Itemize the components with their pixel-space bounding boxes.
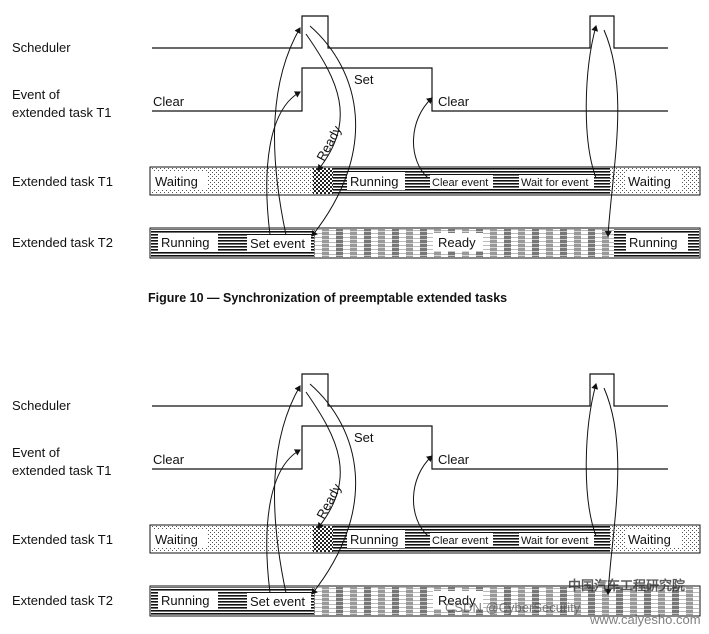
event-signal [152, 425, 668, 470]
arrow-set-event-to-scheduler [274, 27, 301, 236]
t2-set-event-label: Set event [250, 594, 305, 609]
row-label-task-t2: Extended task T2 [12, 593, 113, 608]
watermark-csdn: CSDN @CyberSecurity [445, 600, 581, 615]
row-label-task-t2: Extended task T2 [12, 235, 113, 250]
t2-running-left-label: Running [161, 235, 209, 250]
t1-waiting-left-label: Waiting [155, 174, 198, 189]
row-label-event-line1: Event of [12, 87, 60, 102]
t1-wait-for-event-label: Wait for event [521, 535, 588, 547]
t1-running-label: Running [350, 532, 398, 547]
row-label-scheduler: Scheduler [12, 398, 71, 413]
task-t1-bar: Waiting Running Clear event Wait for eve… [149, 166, 701, 196]
watermark: 中国汽车工程研究院 CSDN @CyberSecurity www.caiyes… [445, 578, 701, 627]
event-set: Set [354, 430, 374, 445]
arrow-wait-to-scheduler [585, 25, 599, 179]
watermark-site-cn: 中国汽车工程研究院 [568, 578, 685, 593]
row-label-task-t1: Extended task T1 [12, 532, 113, 547]
t1-running-label: Running [350, 174, 398, 189]
arrow-set-event-to-event [266, 449, 301, 594]
arrow-clear-event [413, 97, 433, 179]
event-signal [152, 67, 668, 112]
t1-wait-for-event-label: Wait for event [521, 177, 588, 189]
figure-caption: Figure 10 — Synchronization of preemptab… [148, 291, 507, 305]
arrow-wait-to-scheduler [585, 383, 599, 537]
scheduler-signal [152, 373, 668, 407]
row-label-scheduler: Scheduler [12, 40, 71, 55]
arrow-set-event-to-event [266, 91, 301, 236]
t1-clear-event-label: Clear event [432, 535, 488, 547]
t1-ready-segment [313, 526, 333, 552]
t1-waiting-right-label: Waiting [628, 174, 671, 189]
arrow-set-event-to-scheduler [274, 385, 301, 594]
scheduler-signal [152, 15, 668, 49]
arrow-clear-event [413, 455, 433, 537]
diagram-a: Scheduler Event of extended task T1 Exte… [12, 15, 701, 305]
ready-rotated-label: Ready [313, 481, 344, 522]
row-label-event-line2: extended task T1 [12, 463, 112, 478]
t2-running-left-label: Running [161, 593, 209, 608]
causal-arrows [266, 25, 619, 237]
t2-running-right-label: Running [629, 235, 677, 250]
arrow-scheduler-to-t2 [309, 25, 357, 237]
t1-waiting-left-label: Waiting [155, 532, 198, 547]
row-label-task-t1: Extended task T1 [12, 174, 113, 189]
t2-ready-label: Ready [438, 235, 476, 250]
diagram-b: Scheduler Event of extended task T1 Exte… [12, 373, 701, 617]
t1-clear-event-label: Clear event [432, 177, 488, 189]
arrow-scheduler-to-t1 [305, 33, 341, 171]
event-clear-right: Clear [438, 452, 470, 467]
task-t2-bar: Running Set event Ready [149, 585, 701, 617]
arrow-scheduler-to-t2-resume [603, 29, 619, 237]
watermark-site: www.caiyesho.com [589, 612, 701, 627]
t2-ready-segment [314, 587, 699, 615]
row-label-event-line2: extended task T1 [12, 105, 112, 120]
ready-rotated-label: Ready [313, 123, 344, 164]
arrow-scheduler-to-t2-resume [603, 387, 619, 595]
event-clear-left: Clear [153, 94, 185, 109]
arrow-scheduler-to-t2 [309, 383, 357, 595]
t1-waiting-right-label: Waiting [628, 532, 671, 547]
arrow-scheduler-to-t1 [305, 391, 341, 529]
event-set: Set [354, 72, 374, 87]
row-label-event-line1: Event of [12, 445, 60, 460]
t2-set-event-label: Set event [250, 236, 305, 251]
event-clear-left: Clear [153, 452, 185, 467]
t1-ready-segment [313, 168, 333, 194]
t2-ready-label: Ready [438, 593, 476, 608]
event-clear-right: Clear [438, 94, 470, 109]
task-t2-bar: Running Set event Ready Running [149, 227, 701, 259]
task-t1-bar: Waiting Running Clear event Wait for eve… [149, 524, 701, 554]
causal-arrows [266, 383, 619, 595]
